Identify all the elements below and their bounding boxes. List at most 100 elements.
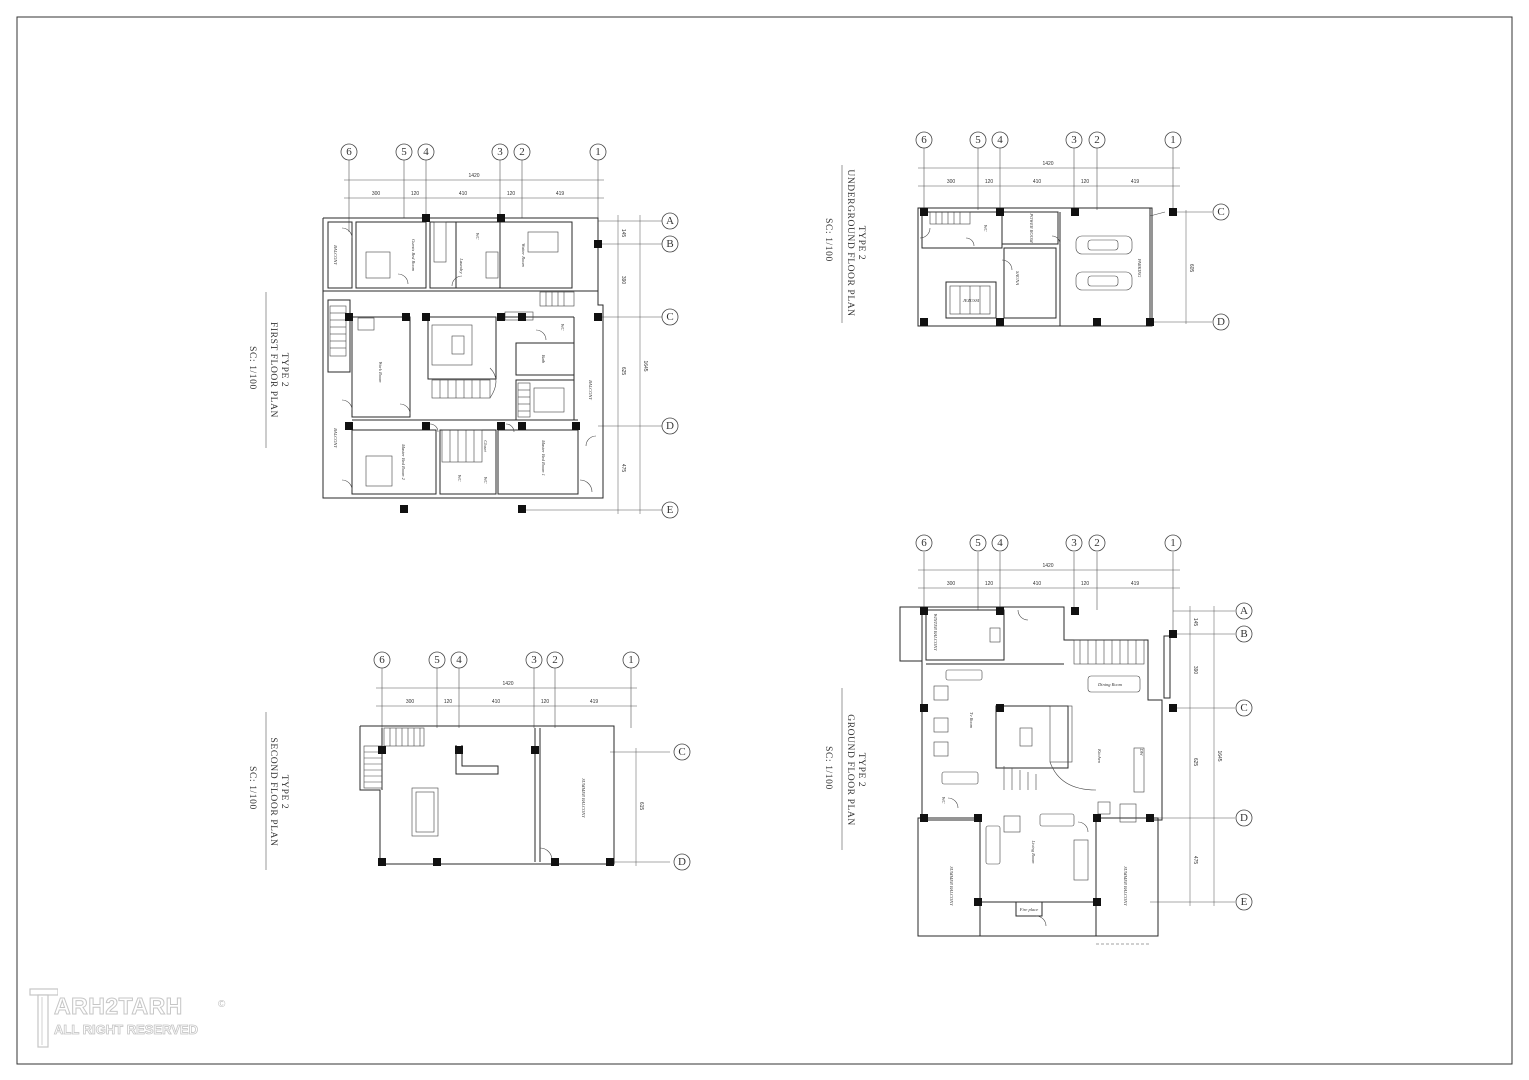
axis-bubbles-top: 6 5 4 3 2 1	[340, 143, 607, 161]
gf-axis-6: 6	[921, 537, 927, 549]
dim-x-1: 300	[372, 191, 381, 197]
room-bath: Bath	[541, 355, 546, 364]
brand-logo: ARH2TARH ALL RIGHT RESERVED ©	[28, 985, 238, 1055]
dim-x-5: 419	[556, 191, 565, 197]
sf-columns	[378, 746, 614, 866]
gf-axis-3: 3	[1071, 537, 1077, 549]
room-master-bed-1: Master Bed Room 1	[541, 439, 546, 476]
axis-a: A	[666, 215, 674, 227]
ug-dim-total-x: 1420	[1042, 161, 1053, 167]
room-wc-top: WC	[475, 233, 480, 241]
axis-4: 4	[423, 146, 429, 158]
sf-axis-1: 1	[628, 654, 634, 666]
ug-axis-bubbles-right: C D	[1212, 203, 1230, 331]
gf-room-fire-place: Fire place	[1019, 907, 1038, 912]
gf-dim-x-1: 300	[947, 581, 956, 587]
ug-room-parking: PARKING	[1137, 258, 1142, 278]
sf-axis-d: D	[678, 856, 686, 868]
axis-5: 5	[401, 146, 407, 158]
axis-c: C	[666, 311, 673, 323]
ug-axis-2: 2	[1094, 134, 1100, 146]
sf-title-name: SECOND FLOOR PLAN	[268, 738, 278, 847]
sf-dim-x-4: 120	[541, 699, 550, 705]
gf-details	[933, 609, 1150, 945]
gf-dim-x-2: 120	[985, 581, 994, 587]
sf-walls	[359, 725, 615, 865]
ug-axis-5: 5	[975, 134, 981, 146]
second-floor-plan: 1420 300 120 410 120 419 615 6 5 4 3 2 1…	[247, 651, 691, 871]
logo-name: ARH2TARH	[54, 993, 183, 1020]
sf-dim-x-2: 120	[444, 699, 453, 705]
dim-y-1: 145	[620, 229, 626, 238]
ug-room-jacuzzi: JEZUSSI	[963, 298, 980, 303]
logo-t-mark-icon	[29, 988, 58, 1048]
sf-dim-total-x: 1420	[502, 681, 513, 687]
room-waiter: Waiter Room	[521, 243, 526, 267]
first-floor-stairs	[329, 221, 575, 487]
ug-axis-3: 3	[1071, 134, 1077, 146]
dim-y-total: 1645	[642, 360, 648, 371]
first-floor-columns	[345, 214, 602, 513]
logo-rights: ALL RIGHT RESERVED	[54, 1022, 199, 1038]
sf-axis-5: 5	[434, 654, 440, 666]
ug-room-wc: WC	[983, 225, 988, 233]
sf-dim-x-5: 419	[590, 699, 599, 705]
first-floor-plan: 1420 300 120 410 120 419 145 390 625 475…	[247, 143, 679, 519]
room-guests-bed: Guests Bed Room	[411, 239, 416, 272]
axis-3: 3	[497, 146, 503, 158]
room-laundry: Laundry	[459, 257, 464, 273]
gf-room-summer-balcony-l: SUMMER BALCONY	[949, 866, 954, 906]
gf-dim-x-4: 120	[1081, 581, 1090, 587]
gf-room-wc: WC	[941, 797, 946, 805]
gf-room-winter-balcony: WINTER BALCONY	[933, 613, 938, 651]
gf-axis-2: 2	[1094, 537, 1100, 549]
gf-axis-c: C	[1240, 702, 1247, 714]
gf-columns	[920, 607, 1177, 906]
axis-d: D	[666, 420, 674, 432]
sf-axis-3: 3	[531, 654, 537, 666]
ug-dim-x-2: 120	[985, 179, 994, 185]
axis-e: E	[667, 504, 674, 516]
axis-b: B	[666, 238, 673, 250]
ug-axis-4: 4	[997, 134, 1003, 146]
ug-title-type: TYPE 2	[856, 226, 866, 260]
sf-axis-bubbles-top: 6 5 4 3 2 1	[373, 651, 640, 669]
first-floor-walls	[322, 217, 604, 499]
room-balcony-a: BALCONY	[333, 245, 338, 265]
ug-columns	[920, 208, 1177, 326]
ug-axis-c: C	[1217, 206, 1224, 218]
ug-details	[919, 211, 1166, 315]
gf-axis-e: E	[1241, 896, 1248, 908]
first-floor-title-type: TYPE 2	[279, 353, 289, 387]
sf-dim-y-1: 615	[638, 802, 644, 811]
gf-dim-y-1: 145	[1192, 618, 1198, 627]
ug-dim-x-1: 300	[947, 179, 956, 185]
dim-x-2: 120	[411, 191, 420, 197]
dim-x-3: 410	[459, 191, 468, 197]
sf-room-summer-balcony: SUMMER BALCONY	[581, 778, 586, 818]
sf-axis-4: 4	[456, 654, 462, 666]
dim-y-3: 625	[620, 367, 626, 376]
gf-title-type: TYPE 2	[856, 753, 866, 787]
ug-dim-x-5: 419	[1131, 179, 1140, 185]
room-wc-b2: WC	[483, 477, 488, 485]
gf-axis-4: 4	[997, 537, 1003, 549]
gf-axis-a: A	[1240, 605, 1248, 617]
sf-title-type: TYPE 2	[279, 775, 289, 809]
gf-room-living: Living Room	[1031, 839, 1036, 864]
axis-2: 2	[519, 146, 525, 158]
room-wc-right: WC	[560, 324, 565, 332]
gf-room-summer-balcony-r: SUMMER BALCONY	[1123, 866, 1128, 906]
ug-room-sauna: SAUNA	[1015, 271, 1020, 285]
underground-floor-plan: 1420 300 120 410 120 419 605 6 5 4 3 2 1…	[823, 131, 1230, 331]
sf-dim-x-1: 300	[406, 699, 415, 705]
dim-y-2: 390	[620, 276, 626, 285]
dim-y-4: 475	[620, 464, 626, 473]
gf-dim-y-4: 475	[1192, 856, 1198, 865]
gf-room-dw: DW	[1139, 748, 1144, 757]
gf-dim-y-3: 625	[1192, 758, 1198, 767]
gf-walls	[899, 606, 1171, 937]
sf-axis-bubbles-right: C D	[673, 743, 691, 871]
sf-axis-c: C	[678, 746, 685, 758]
